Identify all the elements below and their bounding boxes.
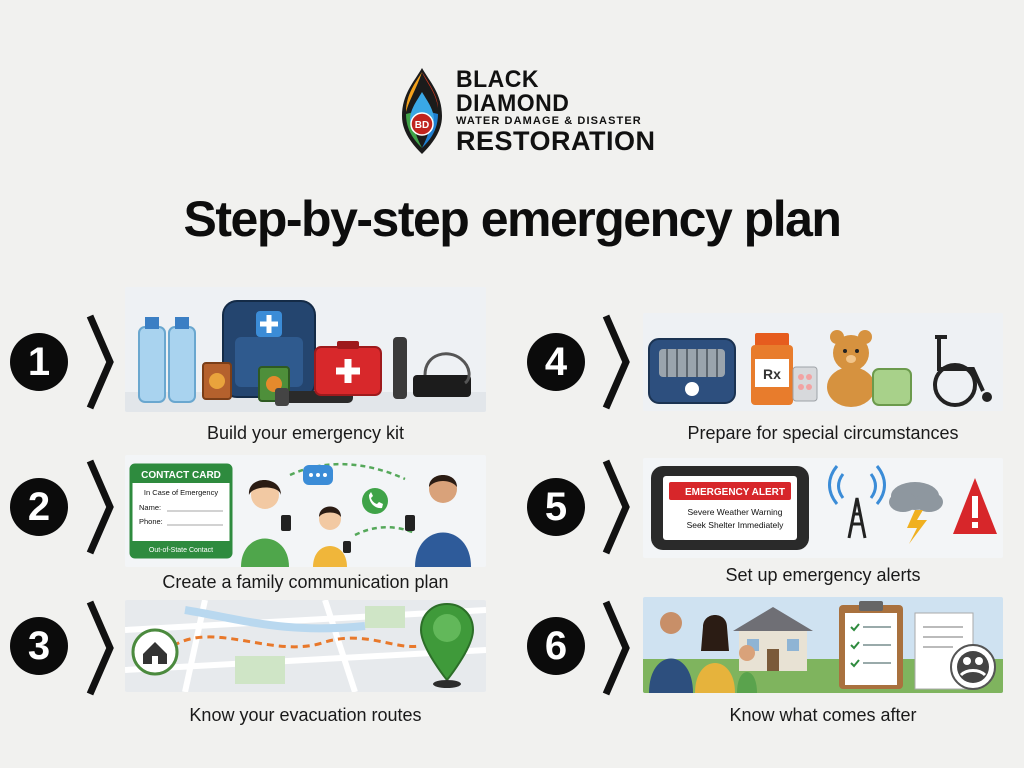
power-bank-icon bbox=[413, 352, 471, 397]
special-needs-illustration: Rx bbox=[643, 313, 1003, 411]
teddy-bear-icon bbox=[827, 330, 875, 407]
logo-monogram: BD bbox=[415, 120, 429, 131]
chevron-right-icon bbox=[86, 459, 114, 555]
step-5-caption: Set up emergency alerts bbox=[725, 565, 921, 585]
warning-triangle-icon bbox=[953, 478, 997, 534]
evacuation-map-illustration bbox=[125, 600, 486, 692]
signal-tower-icon bbox=[828, 465, 886, 539]
home-icon bbox=[131, 628, 179, 676]
storm-cloud-icon bbox=[889, 482, 943, 544]
contact-card-footer: Out-of-State Contact bbox=[149, 547, 213, 554]
contact-card-name-label: Name: bbox=[139, 503, 161, 512]
medicine-bottle-icon: Rx bbox=[751, 333, 818, 405]
alert-line-2: Seek Shelter Immediately bbox=[687, 520, 785, 530]
wheelchair-icon bbox=[933, 335, 992, 407]
diaper-pack-icon bbox=[872, 368, 912, 406]
mother-figure bbox=[241, 480, 291, 567]
page-title: Step-by-step emergency plan bbox=[183, 191, 842, 247]
phone-call-icon bbox=[362, 488, 388, 514]
step-3-badge: 3 bbox=[10, 617, 68, 675]
flame-drop-logo-icon: BD bbox=[402, 68, 442, 154]
location-pin-icon bbox=[419, 602, 475, 688]
checklist-clipboard-icon bbox=[839, 601, 903, 689]
pet-carrier-icon bbox=[648, 338, 736, 404]
brand-logo: BD BLACK DIAMOND WATER DAMAGE & DISASTER… bbox=[392, 64, 655, 158]
evacuation-route bbox=[172, 635, 421, 649]
step-6-caption: Know what comes after bbox=[729, 705, 917, 725]
rx-label: Rx bbox=[763, 366, 781, 382]
alert-title: EMERGENCY ALERT bbox=[685, 487, 785, 498]
emergency-kit-illustration bbox=[125, 287, 486, 412]
step-6-badge: 6 bbox=[527, 617, 585, 675]
child-figure bbox=[313, 506, 351, 567]
step-1-badge: 1 bbox=[10, 333, 68, 391]
step-5-badge: 5 bbox=[527, 478, 585, 536]
contact-card-title: CONTACT CARD bbox=[141, 470, 221, 481]
family-communication-illustration: CONTACT CARD In Case of Emergency Name: … bbox=[125, 455, 486, 567]
brand-name: BLACK DIAMOND WATER DAMAGE & DISASTER RE… bbox=[456, 64, 656, 156]
step-4-caption: Prepare for special circumstances bbox=[687, 423, 959, 443]
chevron-right-icon bbox=[86, 314, 114, 410]
water-bottle-icon bbox=[138, 317, 196, 403]
step-3-caption: Know your evacuation routes bbox=[189, 705, 422, 725]
step-1-caption: Build your emergency kit bbox=[206, 423, 405, 443]
family-figures bbox=[649, 612, 757, 693]
alert-line-1: Severe Weather Warning bbox=[688, 507, 783, 517]
emergency-alert-illustration: EMERGENCY ALERT Severe Weather Warning S… bbox=[643, 458, 1003, 558]
contact-card-phone-label: Phone: bbox=[139, 517, 163, 526]
step-2-caption: Create a family communication plan bbox=[162, 572, 449, 592]
chevron-right-icon bbox=[602, 600, 630, 696]
contact-card-subtitle: In Case of Emergency bbox=[144, 488, 218, 497]
brand-line-3: RESTORATION bbox=[456, 125, 656, 156]
food-can-icon bbox=[202, 362, 290, 402]
step-4-badge: 4 bbox=[527, 333, 585, 391]
chevron-right-icon bbox=[86, 600, 114, 696]
chevron-right-icon bbox=[602, 459, 630, 555]
first-aid-kit-icon bbox=[314, 341, 382, 396]
brand-line-1: BLACK DIAMOND bbox=[456, 64, 570, 116]
brand-line-2: WATER DAMAGE & DISASTER bbox=[456, 114, 642, 127]
father-figure bbox=[405, 475, 471, 567]
step-2-badge: 2 bbox=[10, 478, 68, 536]
chevron-right-icon bbox=[602, 314, 630, 410]
recovery-illustration bbox=[643, 597, 1003, 693]
insurance-document-icon bbox=[914, 612, 996, 690]
thermos-icon bbox=[393, 337, 407, 399]
